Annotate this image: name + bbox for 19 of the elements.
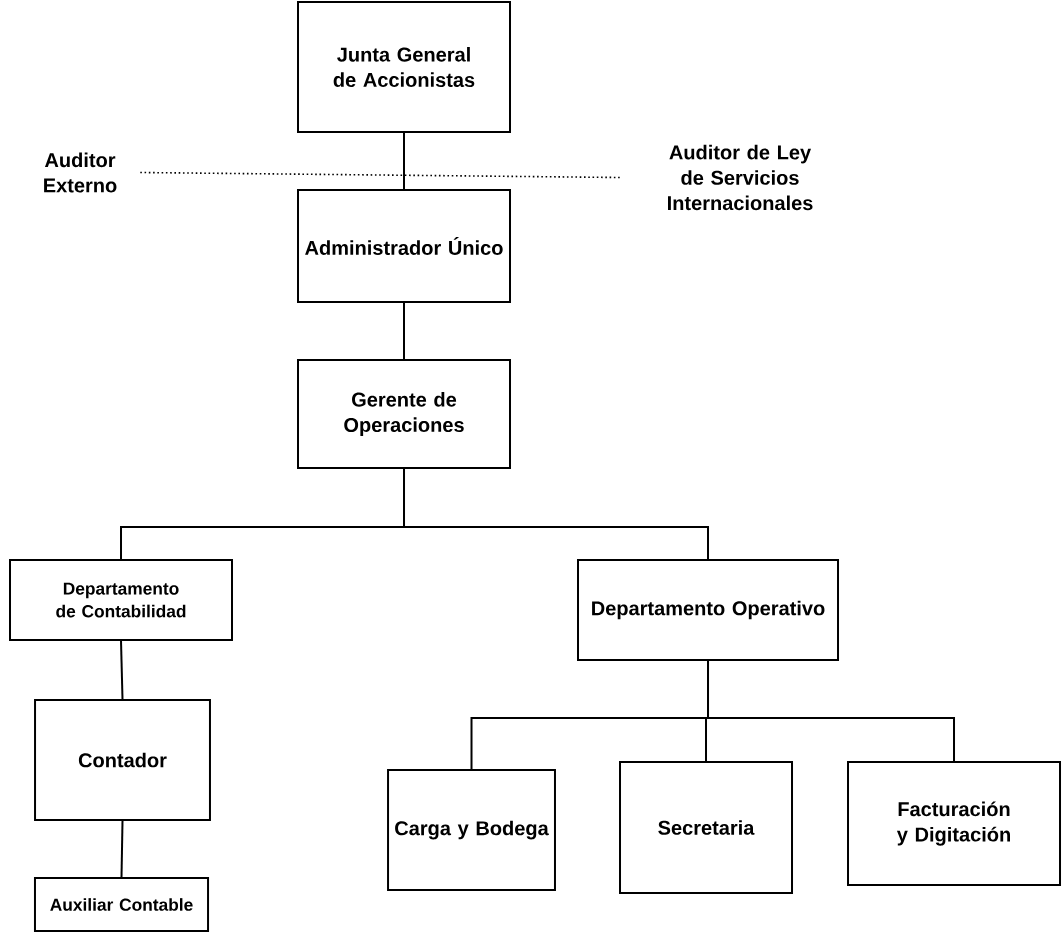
connector-line xyxy=(120,820,124,878)
org-box: Auxiliar Contable xyxy=(34,877,210,933)
connector-line xyxy=(707,660,955,763)
org-box: Departamento Operativo xyxy=(577,559,839,661)
connector-line xyxy=(120,640,124,700)
connector-line xyxy=(403,132,405,190)
org-box: Carga y Bodega xyxy=(387,769,556,891)
connector-line xyxy=(403,302,405,360)
auditor-label: Auditor Externo xyxy=(44,152,117,193)
org-box: Departamento de Contabilidad xyxy=(9,559,233,641)
connector-line xyxy=(403,468,709,560)
auditor-label: Auditor de Ley de Servicios Internacionales xyxy=(668,144,813,211)
org-box: Contador xyxy=(34,699,211,821)
org-box: Facturación y Digitación xyxy=(847,761,1061,886)
org-box: Secretaria xyxy=(619,761,793,894)
org-box: Junta General de Accionistas xyxy=(297,1,511,133)
dotted-line xyxy=(139,171,621,179)
org-box: Administrador Único xyxy=(297,189,511,303)
org-box: Gerente de Operaciones xyxy=(297,359,511,469)
